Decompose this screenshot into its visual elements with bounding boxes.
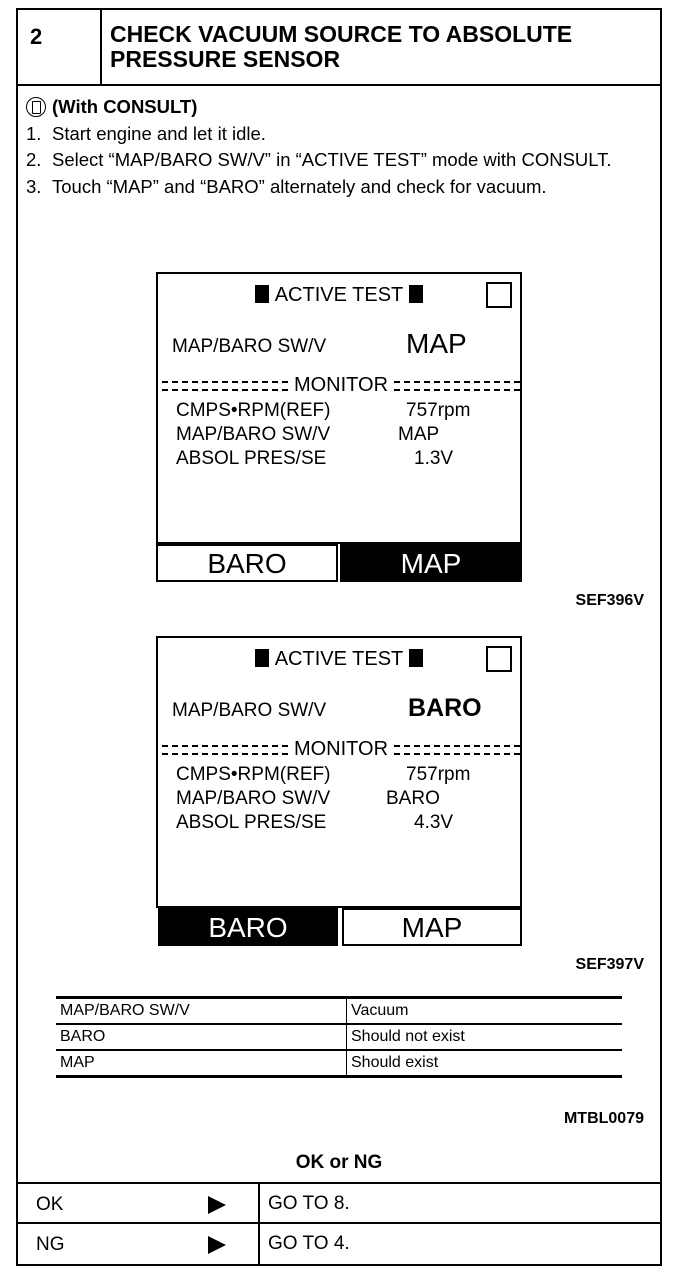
monitor-row-value: BARO [386, 788, 440, 809]
step-text: Start engine and let it idle. [52, 122, 266, 144]
monitor-row: ABSOL PRES/SE 1.3V [176, 448, 496, 470]
step-text: Select “MAP/BARO SW/V” in “ACTIVE TEST” … [52, 149, 612, 170]
step-num: 1. [26, 122, 42, 144]
monitor-row: ABSOL PRES/SE 4.3V [176, 812, 496, 834]
monitor-row: MAP/BARO SW/V BARO [176, 788, 496, 810]
monitor-row-value: 1.3V [414, 448, 454, 469]
dash-line [162, 744, 288, 755]
monitor-row-label: MAP/BARO SW/V [176, 424, 331, 445]
step-title: CHECK VACUUM SOURCE TO ABSOLUTE PRESSURE… [110, 21, 573, 72]
table-row: MAP Should exist [56, 1050, 622, 1078]
monitor-row-label: CMPS•RPM(REF) [176, 400, 331, 421]
consult-screen-baro: ACTIVE TEST MAP/BARO SW/V BARO MONITOR C… [156, 636, 522, 908]
table-cell: Should not exist [346, 1024, 622, 1051]
figure-id: MTBL0079 [563, 1110, 644, 1127]
test-item-label: MAP/BARO SW/V [172, 336, 327, 357]
inspection-step-frame: 2 CHECK VACUUM SOURCE TO ABSOLUTE PRESSU… [16, 8, 662, 1266]
monitor-row-value: MAP [398, 424, 440, 445]
consult-icon [26, 97, 46, 118]
table-cell: Should exist [346, 1050, 622, 1078]
monitor-row-value: 757rpm [406, 400, 471, 421]
table-header-row: MAP/BARO SW/V Vacuum [56, 996, 622, 1025]
dash-line [162, 380, 288, 391]
step-number: 2 [18, 10, 102, 84]
step-num: 2. [26, 149, 42, 170]
monitor-label: MONITOR [293, 374, 389, 396]
monitor-label: MONITOR [293, 738, 389, 760]
dash-line [394, 744, 520, 755]
screen-checkbox-icon[interactable] [486, 282, 512, 308]
monitor-row-label: MAP/BARO SW/V [176, 788, 331, 809]
screen-title-text: ACTIVE TEST [274, 284, 404, 306]
test-item-value: BARO [408, 694, 482, 722]
arrow-right-icon [208, 1196, 226, 1214]
baro-button[interactable]: BARO [156, 544, 338, 582]
table-row: BARO Should not exist [56, 1024, 622, 1051]
table-header-cell: MAP/BARO SW/V [56, 996, 347, 1025]
monitor-row-label: ABSOL PRES/SE [176, 812, 327, 833]
monitor-divider: MONITOR [162, 738, 520, 761]
map-button[interactable]: MAP [342, 908, 522, 946]
monitor-row: CMPS•RPM(REF) 757rpm [176, 764, 496, 786]
vacuum-table: MAP/BARO SW/V Vacuum BARO Should not exi… [56, 996, 622, 1078]
monitor-row: MAP/BARO SW/V MAP [176, 424, 496, 446]
result-title: OK or NG [295, 1152, 383, 1173]
title-block-icon [409, 649, 424, 667]
result-row-ok: OK GO TO 8. [18, 1182, 660, 1224]
procedure-step: 3. Touch “MAP” and “BARO” alternately and… [26, 174, 646, 201]
screen-title: ACTIVE TEST [158, 284, 520, 307]
consult-mode-label: (With CONSULT) [52, 96, 198, 117]
step-header: 2 CHECK VACUUM SOURCE TO ABSOLUTE PRESSU… [18, 10, 660, 86]
dash-line [394, 380, 520, 391]
result-label: OK [36, 1194, 64, 1215]
procedure-step: 1. Start engine and let it idle. [26, 121, 646, 148]
screen-title-text: ACTIVE TEST [274, 648, 404, 670]
monitor-row-value: 4.3V [414, 812, 454, 833]
title-block-icon [254, 649, 269, 667]
table-header-cell: Vacuum [346, 996, 622, 1025]
procedure-steps: 1. Start engine and let it idle. 2. Select… [26, 121, 646, 201]
screen-title: ACTIVE TEST [158, 648, 520, 671]
table-cell: MAP [56, 1050, 347, 1078]
figure-id: SEF397V [575, 956, 644, 973]
monitor-row: CMPS•RPM(REF) 757rpm [176, 400, 496, 422]
table-cell: BARO [56, 1024, 347, 1051]
procedure-step: 2. Select “MAP/BARO SW/V” in “ACTIVE TEST… [26, 147, 646, 174]
go-to-link[interactable]: GO TO 4. [258, 1224, 350, 1264]
monitor-divider: MONITOR [162, 374, 520, 397]
monitor-row-label: CMPS•RPM(REF) [176, 764, 331, 785]
result-label: NG [36, 1234, 65, 1255]
go-to-link[interactable]: GO TO 8. [258, 1184, 350, 1224]
consult-screen-map: ACTIVE TEST MAP/BARO SW/V MAP MONITOR CM… [156, 272, 522, 544]
baro-button[interactable]: BARO [158, 908, 338, 946]
figure-id: SEF396V [575, 592, 644, 609]
result-row-ng: NG GO TO 4. [18, 1222, 660, 1264]
procedure-text: (With CONSULT) 1. Start engine and let it… [26, 94, 646, 200]
screen-checkbox-icon[interactable] [486, 646, 512, 672]
monitor-row-value: 757rpm [406, 764, 471, 785]
map-button[interactable]: MAP [340, 544, 522, 582]
title-block-icon [254, 285, 269, 303]
consult-mode-heading: (With CONSULT) [26, 94, 646, 121]
test-item-value: MAP [406, 328, 467, 359]
title-block-icon [409, 285, 424, 303]
test-item-label: MAP/BARO SW/V [172, 700, 327, 721]
step-num: 3. [26, 175, 42, 197]
step-text: Touch “MAP” and “BARO” alternately and c… [52, 175, 547, 197]
arrow-right-icon [208, 1236, 226, 1254]
monitor-row-label: ABSOL PRES/SE [176, 448, 327, 469]
